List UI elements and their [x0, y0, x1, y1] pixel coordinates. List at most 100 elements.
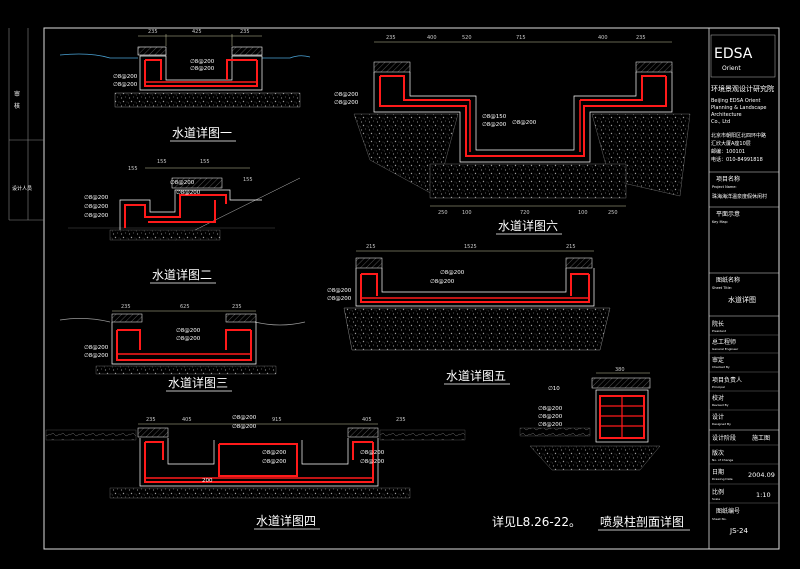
engineer-label: 总工程师 [712, 338, 736, 346]
d6-label-5: ∅8@200 [512, 120, 537, 126]
d3-dim-3: 235 [232, 304, 242, 310]
address-1: 北京市朝阳区北四环中路 [711, 132, 766, 139]
detail-6: 235 400 520 715 400 235 250 100 720 100 … [334, 35, 691, 235]
d5-label-2: ∅8@200 [430, 279, 455, 285]
d1-dim-2: 425 [192, 29, 202, 35]
checked-en: Checked By [712, 365, 730, 369]
firm-cn: 环境景观设计研究院 [711, 84, 774, 93]
d3-dim-2: 625 [180, 304, 190, 310]
d6-bdim-2: 100 [462, 210, 472, 216]
review-en: Revised By [712, 403, 729, 407]
d6-bdim-5: 250 [608, 210, 618, 216]
firm-en-2: Planning & Landscape [711, 105, 766, 111]
fountain-dim: 380 [615, 367, 625, 373]
left-strip-b: 核 [14, 102, 20, 110]
sheet-frame [43, 27, 780, 550]
d2-label-4: ∅8@200 [170, 180, 195, 186]
project-label-en: Project Name: [712, 185, 737, 189]
sheet-no-en: Sheet No. [712, 517, 727, 521]
d2-label-2: ∅8@200 [84, 204, 109, 210]
d1-label-3: ∅8@200 [113, 74, 138, 80]
d5-title: 水道详图五 [446, 368, 506, 383]
d4-dim-5: 235 [396, 417, 406, 423]
left-strip-c: 设计人员 [12, 185, 32, 192]
scale-value: 1:10 [756, 491, 771, 499]
d6-dim-3: 520 [462, 35, 472, 41]
plan-label: 平面示意 [716, 210, 740, 218]
d5-dim-3: 215 [566, 244, 576, 250]
review-label: 校对 [712, 394, 724, 402]
d3-label-2: ∅8@200 [176, 336, 201, 342]
firm-en-1: Beijing EDSA Orient [711, 98, 761, 104]
reference-note: 详见L8.26-22。 [492, 514, 581, 529]
address-4: 电话：010-84991818 [711, 156, 763, 163]
left-strip-a: 审 [14, 90, 20, 98]
design-en: Designed By [712, 422, 731, 426]
d6-label-3: ∅8@150 [482, 114, 507, 120]
date-value: 2004.09 [748, 471, 775, 479]
detail-1: 235 425 235 ∅8@200 ∅8@200 ∅8@200 ∅8@200 … [59, 29, 311, 142]
d3-label-1: ∅8@200 [176, 328, 201, 334]
d3-label-3: ∅8@200 [84, 345, 109, 351]
d4-dim-1: 235 [146, 417, 156, 423]
drawing-title: 水道详图 [728, 295, 756, 304]
d2-dim-1: 155 [128, 166, 138, 172]
d4-label-4: ∅8@200 [262, 459, 287, 465]
scale-en: Scale [712, 497, 720, 501]
d6-dim-6: 235 [636, 35, 646, 41]
sheet-no: JS-24 [729, 527, 748, 535]
version-label: 版次 [712, 449, 724, 457]
logo-sub: Orient [722, 65, 741, 72]
d6-dim-2: 400 [427, 35, 437, 41]
detail-5: 215 1525 215 ∅8@200 ∅8@200 ∅8@200 ∅8@200… [327, 244, 611, 385]
president-label: 院长 [712, 320, 724, 328]
d6-title: 水道详图六 [498, 218, 558, 233]
d4-label-1: ∅8@200 [232, 415, 257, 421]
drawing-title-label: 图纸名称 [716, 276, 740, 284]
d6-label-1: ∅8@200 [334, 92, 359, 98]
d6-bdim-3: 720 [520, 210, 530, 216]
left-strip: 审 核 设计人员 [8, 28, 44, 221]
d6-dim-5: 400 [598, 35, 608, 41]
address-3: 邮编：100101 [711, 148, 745, 155]
d2-label-3: ∅8@200 [84, 213, 109, 219]
d4-dim-2: 405 [182, 417, 192, 423]
logo: EDSA [714, 46, 753, 62]
d6-bdim-1: 250 [438, 210, 448, 216]
detail-4: 235 405 915 405 235 ∅8@200 ∅8@200 ∅8@200… [45, 415, 466, 530]
fountain-label-4: ∅8@200 [538, 422, 563, 428]
d4-title: 水道详图四 [256, 513, 316, 528]
detail-3: 235 625 235 ∅8@200 ∅8@200 ∅8@200 ∅8@200 … [59, 304, 306, 392]
design-label: 设计 [712, 413, 724, 421]
d1-label-4: ∅8@200 [113, 82, 138, 88]
d1-label-2: ∅8@200 [190, 66, 215, 72]
d6-dim-1: 235 [386, 35, 396, 41]
d6-label-4: ∅8@200 [482, 122, 507, 128]
firm-en-4: Co., Ltd [711, 119, 730, 125]
d6-dim-4: 715 [516, 35, 526, 41]
stage-label: 设计阶段 [712, 434, 736, 442]
d2-dim-2: 155 [157, 159, 167, 165]
d2-label-1: ∅8@200 [84, 195, 109, 201]
drawing-title-label-en: Sheet Title: [712, 286, 732, 290]
project-label: 项目名称 [716, 175, 740, 183]
d4-dim-3: 915 [272, 417, 282, 423]
d4-label-7: 200 [202, 478, 213, 484]
d5-label-3: ∅8@200 [327, 288, 352, 294]
fountain-label-1: ∅10 [548, 386, 560, 392]
fountain-detail: 380 ∅10 ∅8@200 ∅8@200 ∅8@200 喷泉柱剖面详图 [519, 367, 690, 531]
plan-label-en: Key Map: [712, 220, 728, 224]
d2-label-5: ∅8@200 [176, 190, 201, 196]
d1-dim-3: 235 [240, 29, 250, 35]
d4-label-5: ∅8@200 [360, 450, 385, 456]
d4-label-2: ∅8@200 [232, 424, 257, 430]
fountain-title: 喷泉柱剖面详图 [600, 514, 684, 529]
d1-label-1: ∅8@200 [190, 59, 215, 65]
d6-label-2: ∅8@200 [334, 100, 359, 106]
president-en: President [712, 329, 727, 333]
d5-dim-1: 215 [366, 244, 376, 250]
d2-dim-4: 155 [243, 177, 253, 183]
d1-dim-1: 235 [148, 29, 158, 35]
